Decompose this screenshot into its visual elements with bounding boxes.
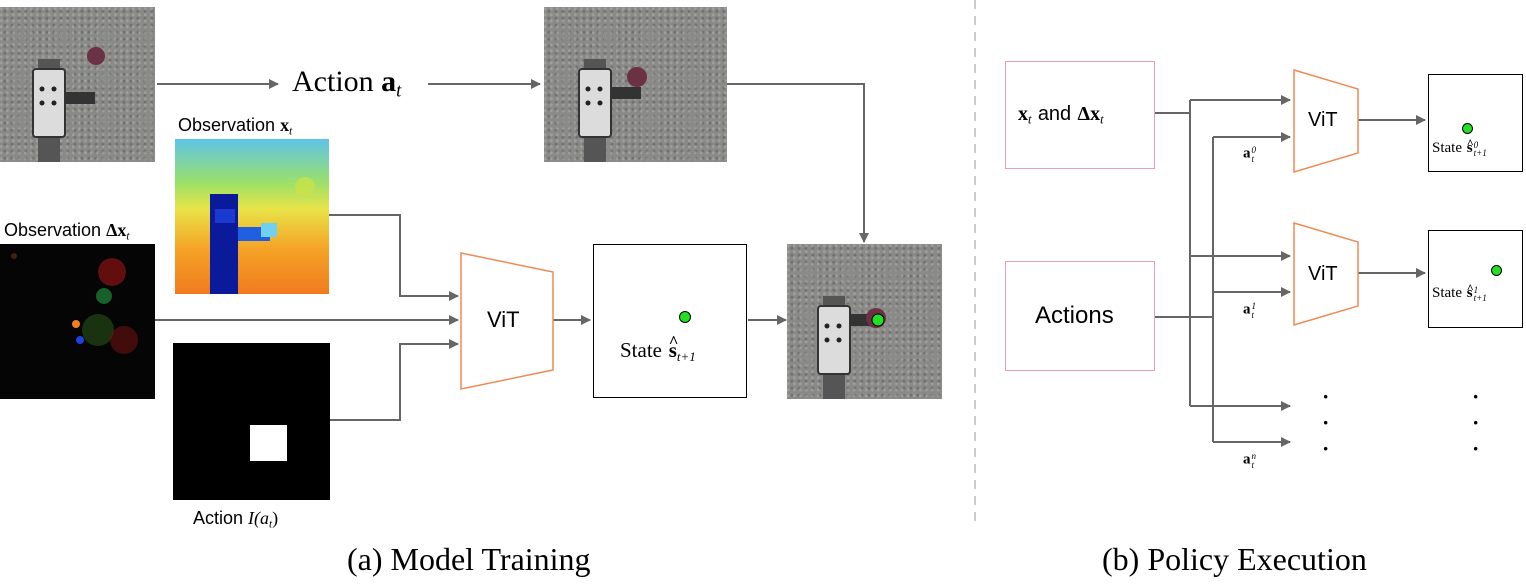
vit-label-exec-1: ViT: [1308, 263, 1338, 285]
arrow-action-image-to-vit: [329, 339, 459, 421]
state-label-training: State ^st+1: [620, 331, 696, 364]
state-dot-training: [679, 311, 691, 323]
robot-arm-illustration-predicted: [817, 296, 886, 399]
vit-label-exec-0: ViT: [1308, 109, 1338, 131]
caption-model-training: (a) Model Training: [347, 541, 591, 577]
depth-image: [175, 139, 329, 294]
vit-block-training: [460, 252, 554, 390]
robot-photo-predicted: [787, 244, 942, 399]
state-box-exec-0: [1428, 74, 1523, 172]
arrow-depth-to-vit: [329, 214, 459, 301]
actions-label: Actions: [1035, 302, 1114, 329]
input-observation-box: [1005, 61, 1155, 169]
robot-arm-illustration-next: [578, 59, 647, 162]
state-dot-exec-1: [1491, 265, 1502, 276]
robot-arm-illustration: [32, 47, 105, 162]
robot-photo-current: [0, 7, 155, 162]
robot-photo-next: [544, 7, 727, 162]
flow-blobs: [11, 253, 138, 354]
ellipsis-vit-column: ···: [1322, 384, 1330, 461]
flow-difference-image: [0, 244, 155, 399]
depth-robot-silhouette: [210, 177, 315, 294]
actions-box: [1005, 261, 1155, 371]
arrow-next-photo-down: [727, 83, 869, 243]
state-box-training: [593, 244, 747, 398]
vit-block-exec-0: [1293, 68, 1359, 174]
state-dot-exec-0: [1462, 123, 1473, 134]
input-observation-label: xt and Δxt: [1018, 103, 1104, 127]
action-image-label: Action I(at): [193, 508, 279, 531]
state-symbol-training: ^s: [668, 331, 679, 362]
ellipsis-state-column: ···: [1472, 384, 1480, 461]
vit-label-training: ViT: [487, 307, 520, 332]
observation-x-label: Observation xt: [178, 115, 293, 138]
vit-block-exec-1: [1293, 221, 1359, 327]
observation-dx-label: Observation Δxt: [4, 220, 130, 243]
action-label-top: Action at: [292, 65, 402, 102]
action-mask-image: [173, 343, 330, 500]
action-mask-square: [250, 425, 287, 461]
caption-policy-execution: (b) Policy Execution: [1102, 541, 1367, 577]
state-box-exec-1: [1428, 230, 1523, 328]
